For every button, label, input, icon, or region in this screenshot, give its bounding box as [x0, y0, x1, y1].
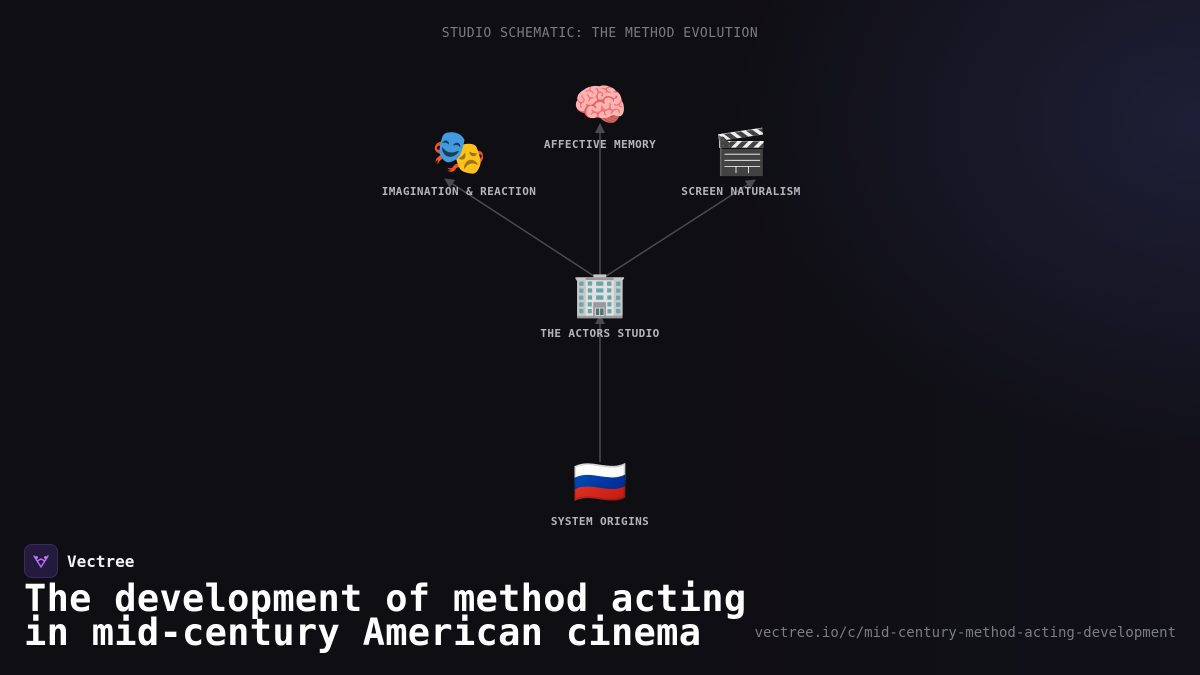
vectree-logo-icon [24, 544, 58, 578]
brain-icon: 🧠 [572, 80, 628, 131]
diagram-title: STUDIO SCHEMATIC: THE METHOD EVOLUTION [441, 26, 759, 41]
page-headline: The development of method acting in mid-… [24, 577, 747, 654]
source-url[interactable]: vectree.io/c/mid-century-method-acting-d… [754, 625, 1176, 641]
edge-studio-to-imagination [444, 178, 598, 279]
russia-flag-icon: 🇷🇺 [572, 457, 628, 508]
node-actors-studio: 🏢 THE ACTORS STUDIO [470, 269, 730, 340]
node-label: SCREEN NATURALISM [681, 185, 801, 198]
headline-line-1: The development of method acting [24, 577, 747, 620]
brand[interactable]: Vectree [24, 544, 134, 578]
clapper-board-icon: 🎬 [713, 127, 769, 178]
node-screen-naturalism: 🎬 SCREEN NATURALISM [611, 127, 871, 198]
edge-studio-to-naturalism [602, 179, 756, 279]
node-system-origins: 🇷🇺 SYSTEM ORIGINS [470, 457, 730, 528]
node-label: THE ACTORS STUDIO [540, 327, 660, 340]
node-label: IMAGINATION & REACTION [381, 185, 537, 198]
theater-masks-icon: 🎭 [431, 127, 487, 178]
node-label: SYSTEM ORIGINS [550, 515, 650, 528]
node-label: AFFECTIVE MEMORY [543, 138, 657, 151]
brand-name: Vectree [67, 551, 135, 571]
office-building-icon: 🏢 [572, 269, 628, 320]
headline-line-2: in mid-century American cinema [24, 611, 702, 654]
node-imagination-reaction: 🎭 IMAGINATION & REACTION [329, 127, 589, 198]
node-affective-memory: 🧠 AFFECTIVE MEMORY [470, 80, 730, 151]
